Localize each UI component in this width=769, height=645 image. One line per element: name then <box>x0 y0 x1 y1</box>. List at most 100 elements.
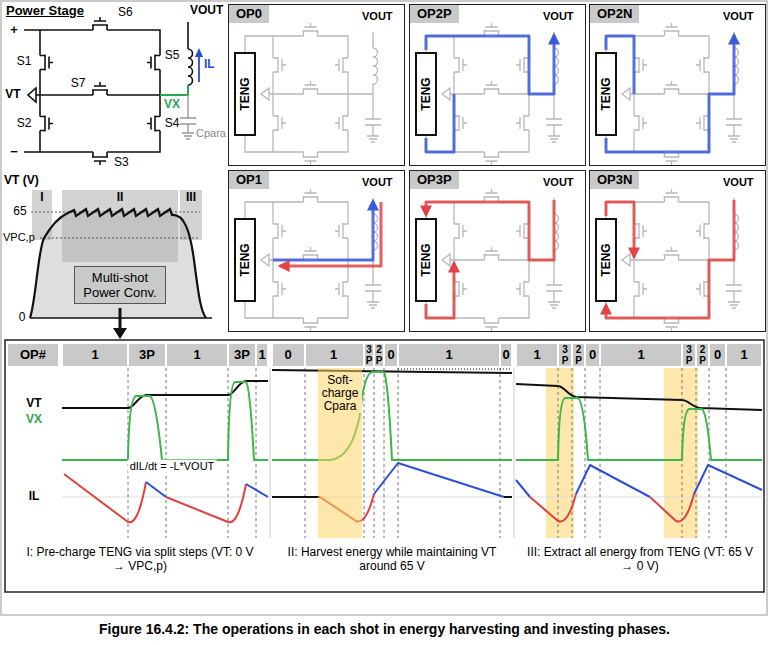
signal-name: VOUT <box>723 176 754 189</box>
timing-panel <box>272 372 512 460</box>
op-cell: 0 <box>502 348 509 363</box>
panel-heading: OP3N <box>590 171 639 189</box>
table-header: OP# <box>20 348 46 363</box>
timing-panel <box>586 344 599 366</box>
timing-panel <box>306 344 363 366</box>
op-cell: 1 <box>445 348 452 363</box>
panel-circuits <box>280 202 381 266</box>
timing-panel <box>573 344 584 366</box>
op-cell: P <box>699 355 706 366</box>
source-label: TENG <box>419 243 433 276</box>
timing-panel <box>516 384 762 410</box>
teng-source-box: TENG <box>234 52 256 136</box>
voltage-plot <box>30 190 212 339</box>
panel-heading: OP3P <box>410 171 459 189</box>
switch-label: S1 <box>17 55 32 69</box>
voltage-plot <box>119 308 122 330</box>
timing-panel <box>167 344 227 366</box>
signal-name: VX <box>26 413 42 427</box>
panel-circuits <box>606 35 734 152</box>
timing-panel <box>257 344 267 366</box>
power-stage-circuit <box>198 56 200 82</box>
signal-name: IL <box>29 490 40 504</box>
op-cell: 3 <box>686 344 692 355</box>
timing-panel <box>398 369 512 370</box>
power-stage-circuit <box>147 55 163 71</box>
op-cell: 2 <box>376 344 382 355</box>
op-cell: P <box>686 355 693 366</box>
voltage-plot <box>62 190 178 262</box>
timing-panel <box>62 369 762 522</box>
switch-label: S5 <box>165 49 180 63</box>
timing-panel <box>246 484 268 497</box>
op-panel: OP2PTENG <box>409 4 586 166</box>
tick-label: 0 <box>19 311 26 325</box>
op-cell: 1 <box>740 348 747 363</box>
power-stage-circuit <box>24 30 160 152</box>
timing-panel <box>273 344 304 366</box>
op-cell: 3P <box>139 348 155 363</box>
timing-panel <box>694 465 762 494</box>
power-stage-circuit <box>180 95 196 139</box>
op-cell: 1 <box>91 348 98 363</box>
band-label: Soft-charge Cpara <box>318 374 362 413</box>
teng-source-box: TENG <box>415 218 437 302</box>
panel-circuits <box>606 200 734 318</box>
signal-name: Cpara <box>196 127 226 140</box>
signal-name: VT <box>26 397 41 411</box>
panel-circuits <box>426 35 554 152</box>
switch-label: S6 <box>118 6 133 20</box>
timing-panel <box>129 344 165 366</box>
power-stage-circuit <box>195 48 203 57</box>
op-cell: P <box>575 355 582 366</box>
panel-circuits <box>606 23 742 165</box>
op-panel: OP2NTENG <box>589 4 766 166</box>
timing-panel <box>530 494 576 521</box>
op-panel: OP1TENG <box>228 170 405 332</box>
timing-panel <box>504 496 512 498</box>
signal-name: VX <box>164 98 180 112</box>
tick-label: 65 <box>13 205 26 219</box>
source-label: TENG <box>599 77 613 110</box>
signal-name: VOUT <box>543 10 574 23</box>
power-stage-circuit <box>187 22 189 49</box>
teng-source-box: TENG <box>234 218 256 302</box>
voltage-plot <box>113 328 127 339</box>
power-stage-circuit <box>24 17 193 165</box>
signal-name: VOUT <box>362 176 393 189</box>
signal-name: IL <box>204 58 215 72</box>
timing-panel <box>229 344 255 366</box>
terminal-sign: + <box>10 23 18 38</box>
source-label: TENG <box>419 77 433 110</box>
panel-circuits <box>273 201 381 266</box>
timing-panel <box>399 344 499 366</box>
phase-number: I <box>40 191 43 205</box>
phase-number: II <box>117 191 124 205</box>
op-cell: 1 <box>330 348 337 363</box>
op-panel: OP3N TENG <box>589 170 766 332</box>
op-cell: 1 <box>193 348 200 363</box>
figure-caption: Figure 16.4.2: The operations in each sh… <box>0 621 769 637</box>
timing-panel <box>517 344 557 366</box>
timing-panel <box>272 496 320 498</box>
signal-name: VOUT <box>723 10 754 23</box>
timing-panel <box>272 370 512 373</box>
power-stage-circuit <box>188 49 193 85</box>
switch-label: S2 <box>17 117 32 131</box>
timing-panel <box>697 344 708 366</box>
panel-circuits <box>245 189 381 331</box>
panel-circuits <box>426 200 554 260</box>
timing-panel <box>8 344 761 366</box>
op-cell: 0 <box>284 348 291 363</box>
highlight-band: Soft-charge Cpara <box>318 368 362 538</box>
teng-source-box: TENG <box>595 52 617 136</box>
timing-panel <box>501 344 511 366</box>
switch-label: S3 <box>114 156 129 170</box>
signal-name: VOUT <box>190 4 223 18</box>
panel-circuits <box>273 35 734 318</box>
teng-source-box: TENG <box>415 52 437 136</box>
op-cell: P <box>562 355 569 366</box>
timing-panel <box>516 480 530 497</box>
timing-panel <box>601 344 681 366</box>
source-label: TENG <box>599 243 613 276</box>
